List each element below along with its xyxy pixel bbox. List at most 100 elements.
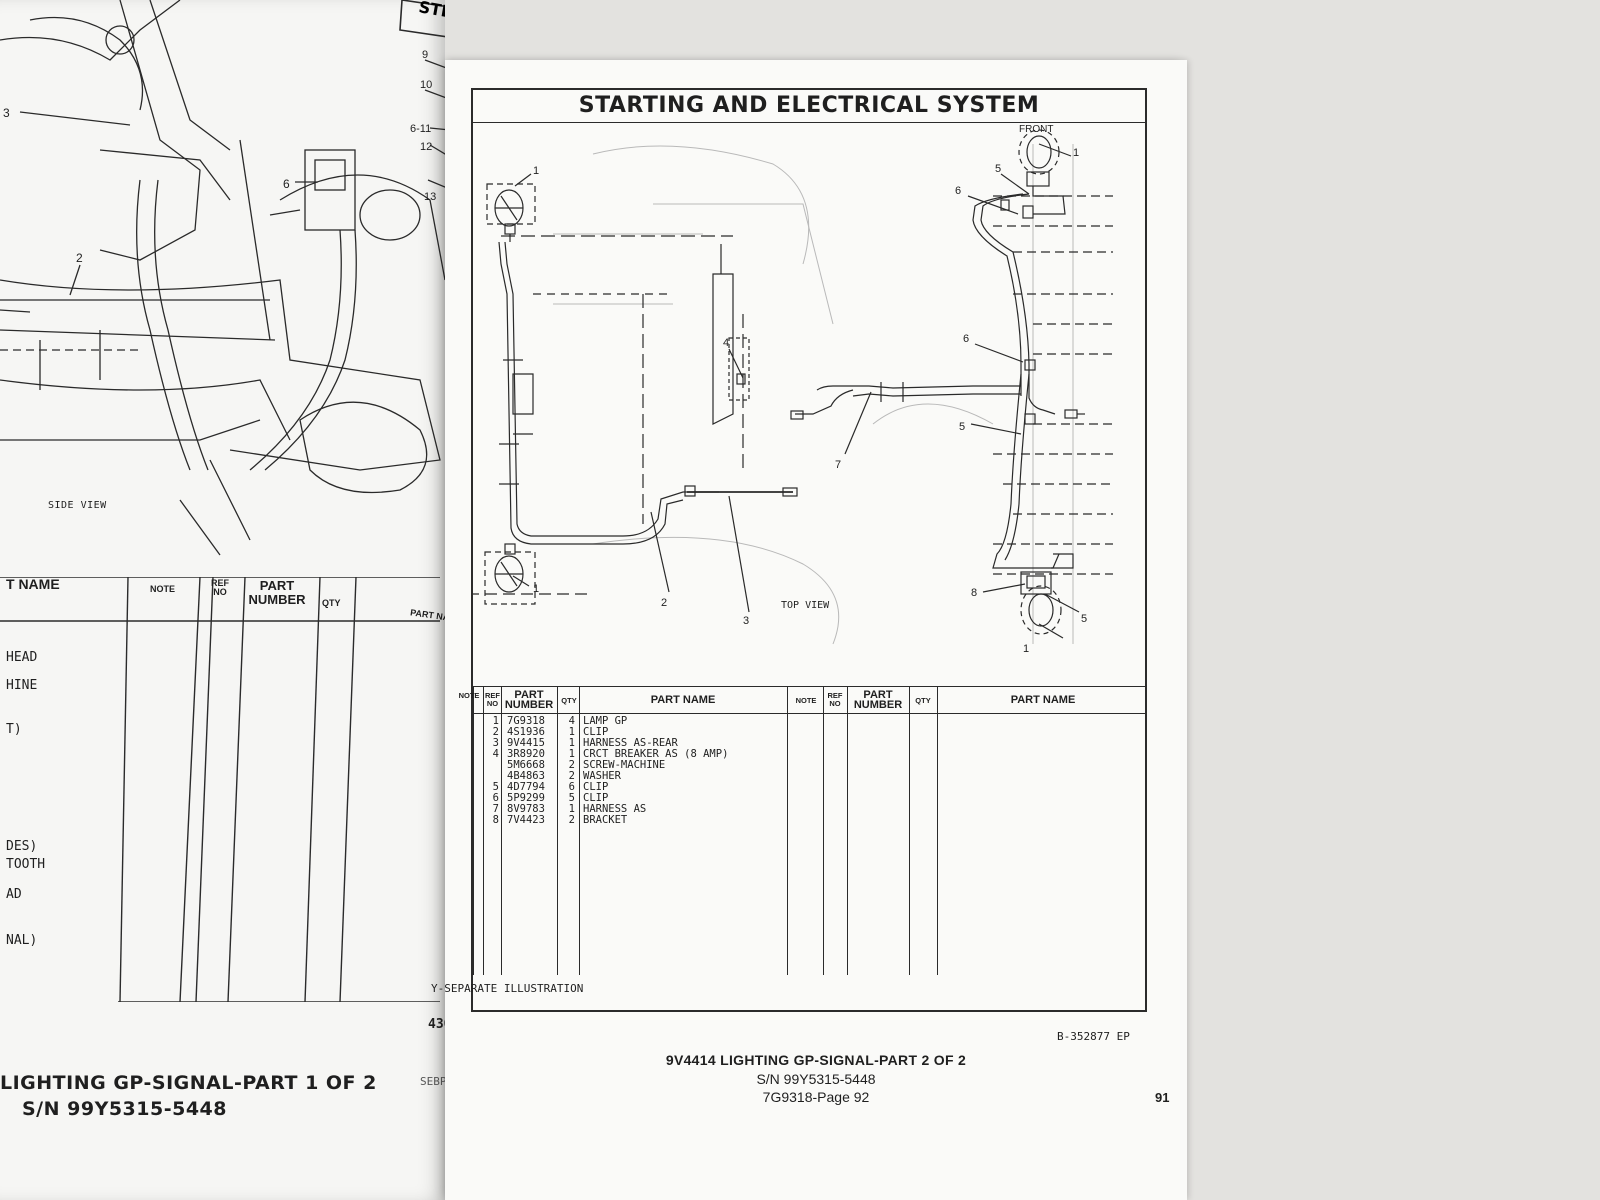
right-page: STARTING AND ELECTRICAL SYSTEM [431, 60, 1187, 1200]
left-hdr-ref-no: REF NO [211, 578, 229, 597]
col-sep [937, 687, 938, 975]
left-row-fragment: TOOTH [6, 857, 46, 872]
left-page-code: 430 [428, 1017, 445, 1032]
row-qty: 2 [568, 770, 575, 782]
left-hdr-part-number: PART NUMBER [248, 578, 306, 607]
row-part-number: 4B4863 [507, 770, 545, 782]
callout-front-lamp-bottom: 1 [1023, 643, 1029, 655]
row-part-name: CLIP [583, 792, 609, 804]
col-sep [847, 687, 848, 975]
row-qty: 5 [568, 792, 575, 804]
footer-serial-number: S/N 99Y5315-5448 [756, 1071, 876, 1087]
left-header-fragment: STEM [417, 0, 445, 24]
row-part-name: HARNESS AS-REAR [583, 737, 678, 749]
row-part-number: 5P9299 [507, 792, 545, 804]
callout-front-lamp-top: 1 [1073, 147, 1079, 159]
top-view-label: TOP VIEW [781, 600, 830, 611]
left-side-view-label: SIDE VIEW [48, 500, 107, 511]
left-callout-3: 3 [3, 106, 10, 120]
left-callout-9: 9 [422, 49, 428, 61]
row-part-number: 7V4423 [507, 814, 545, 826]
row-ref-no: 8 [492, 814, 499, 826]
callout-screw-5-top: 5 [995, 163, 1001, 175]
hdr-part-number-left: PART NUMBER [504, 689, 554, 711]
row-part-name: BRACKET [583, 814, 628, 826]
row-ref-no: 3 [492, 737, 499, 749]
col-sep [579, 687, 580, 975]
left-parts-table: T NAME NOTE REF NO PART NUMBER QTY PART … [0, 576, 445, 1002]
hdr-part-name-left: PART NAME [650, 694, 716, 706]
left-callout-10: 10 [420, 79, 432, 91]
row-part-name: HARNESS AS [583, 803, 647, 815]
footer-page-ref: 7G9318-Page 92 [762, 1089, 870, 1105]
left-footer-title: LIGHTING GP-SIGNAL-PART 1 OF 2 [0, 1072, 377, 1094]
row-qty: 1 [568, 803, 575, 815]
illustration-number: B-352877 EP [1057, 1030, 1130, 1043]
row-part-number: 8V9783 [507, 803, 545, 815]
callout-lamp-top: 1 [533, 165, 539, 177]
front-label: FRONT [1019, 124, 1053, 135]
col-sep [557, 687, 558, 975]
hdr-qty-left: QTY [561, 696, 577, 705]
left-row-fragment: HINE [6, 678, 38, 693]
row-ref-no: 7 [492, 803, 499, 815]
row-part-number: 5M6668 [507, 759, 545, 771]
row-ref-no: 5 [492, 781, 499, 793]
footer-title: 9V4414 LIGHTING GP-SIGNAL-PART 2 OF 2 [665, 1052, 967, 1068]
left-hdr-part-name: T NAME [6, 576, 60, 592]
page-frame: STARTING AND ELECTRICAL SYSTEM [459, 88, 1147, 1012]
left-side-view-illustration: 3 2 6 9 10 6-11 12 13 STEM [0, 0, 445, 556]
left-callout-6-11: 6-11 [410, 123, 431, 135]
callout-bracket-8: 8 [971, 587, 977, 599]
callout-lamp-bottom: 1 [533, 583, 539, 595]
callout-screw-5-bot: 5 [1081, 613, 1087, 625]
row-qty: 4 [568, 715, 575, 727]
callout-harness-7: 7 [835, 459, 841, 471]
row-ref-no: 2 [492, 726, 499, 738]
page-number: 91 [1155, 1090, 1170, 1105]
left-callout-13: 13 [424, 191, 436, 203]
row-ref-no: 4 [492, 748, 499, 760]
row-part-number: 9V4415 [507, 737, 545, 749]
left-row-fragment: DES) [6, 839, 38, 854]
callout-clip-6-mid: 6 [963, 333, 969, 345]
left-row-fragment: AD [6, 887, 22, 902]
row-ref-no: 6 [492, 792, 499, 804]
row-qty: 1 [568, 748, 575, 760]
hdr-ref-no-left: REF NO [485, 691, 500, 708]
page-title: STARTING AND ELECTRICAL SYSTEM [473, 90, 1145, 123]
left-footer-sn: S/N 99Y5315-5448 [22, 1098, 227, 1120]
left-hdr-qty: QTY [322, 598, 341, 608]
row-qty: 6 [568, 781, 575, 793]
row-part-name: CLIP [583, 781, 609, 793]
row-ref-no: 1 [492, 715, 499, 727]
left-callout-12: 12 [420, 141, 432, 153]
col-sep [483, 687, 484, 975]
row-part-name: WASHER [583, 770, 621, 782]
left-callout-6: 6 [283, 177, 290, 191]
left-row-fragment: NAL) [6, 933, 38, 948]
hdr-part-name-right: PART NAME [1010, 694, 1076, 706]
row-qty: 2 [568, 814, 575, 826]
row-part-name: SCREW-MACHINE [583, 759, 666, 771]
hdr-note-right: NOTE [795, 696, 817, 705]
hdr-part-number-right: PART NUMBER [853, 689, 903, 711]
row-qty: 1 [568, 726, 575, 738]
col-sep [823, 687, 824, 975]
callout-screw-5-mid: 5 [959, 421, 965, 433]
row-part-name: CRCT BREAKER AS (8 AMP) [583, 748, 729, 760]
callout-clip-2: 2 [661, 597, 667, 609]
left-page: 3 2 6 9 10 6-11 12 13 STEM SIDE VIEW T N… [0, 0, 445, 1200]
callout-breaker-4: 4 [723, 337, 729, 349]
left-hdr-note: NOTE [150, 584, 176, 594]
col-sep [909, 687, 910, 975]
hdr-qty-right: QTY [915, 696, 931, 705]
col-sep [787, 687, 788, 975]
row-part-number: 7G9318 [507, 715, 545, 727]
left-row-fragment: T) [6, 722, 22, 737]
callout-harness-rear-3: 3 [743, 615, 749, 627]
hdr-ref-no-right: REF NO [827, 691, 843, 708]
row-part-number: 4S1936 [507, 726, 545, 738]
col-sep [501, 687, 502, 975]
row-qty: 2 [568, 759, 575, 771]
